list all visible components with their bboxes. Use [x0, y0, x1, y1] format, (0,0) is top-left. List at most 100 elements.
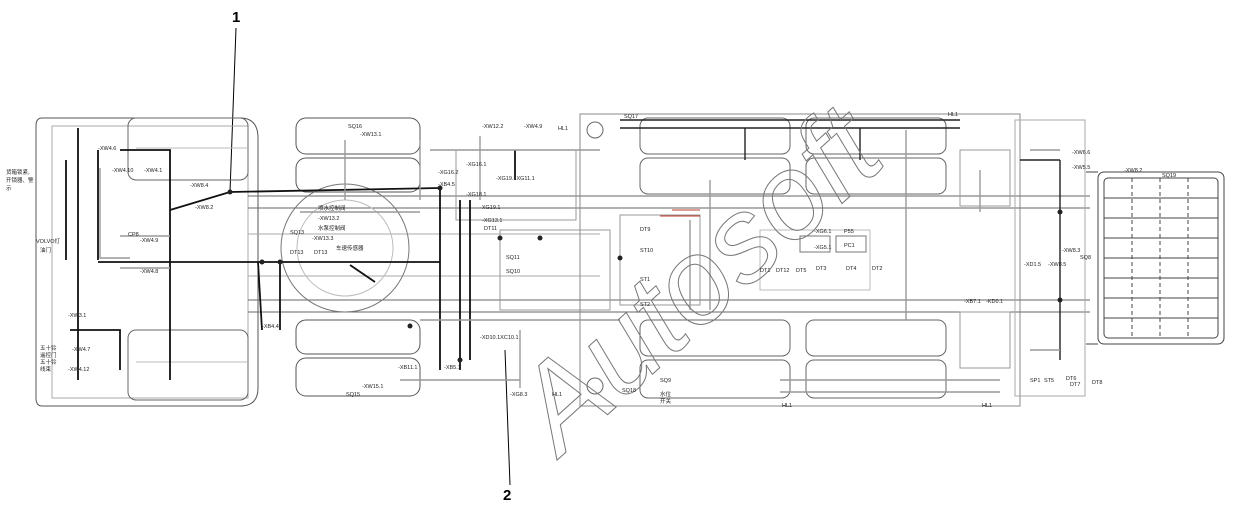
label-sq-block3: 车速传感器 [336, 244, 364, 252]
kbd-label-2: 遥控门 [40, 351, 57, 359]
label-xg5-1: -XG5.1 [814, 245, 831, 251]
label-xd10: -XD10.1XC10.1 [480, 335, 519, 341]
label-xw8-4: -XW8.4 [190, 183, 208, 189]
label-kd0-1: -KD0.1 [986, 299, 1003, 305]
label-xw4-1: -XW4.1 [144, 168, 162, 174]
label-xw13-1: -XW13.1 [360, 132, 381, 138]
wheels-front-left [295, 117, 421, 397]
label-xg6-1: -XG6.1 [814, 229, 831, 235]
label-sq-block2: 水泵控制阀 [318, 224, 346, 232]
label-sq9-desc2: 开关 [660, 397, 672, 405]
label-xw4-9: -XW4.9 [140, 238, 158, 244]
label-xw4-12: -XW4.12 [68, 367, 89, 373]
label-xg18-1: -XG18.1 [466, 192, 486, 198]
center-modules [455, 149, 871, 311]
label-xw13-2: -XW13.2 [318, 216, 339, 222]
rear-body [579, 113, 1086, 407]
label-xb4-5: -XB4.5 [438, 182, 455, 188]
component-labels: -XW4.6 -XW4.10 -XW4.1 -XW8.4 -XW8.2 CP8 … [68, 112, 1176, 409]
kbd-label-1: 五十铃 [40, 344, 57, 352]
label-dt6: DT6 [1066, 376, 1076, 382]
label-pc1: PC1 [844, 243, 855, 249]
label-dt12: DT12 [776, 268, 789, 274]
label-sq8: SQ8 [1080, 255, 1091, 261]
wiring-accent [660, 209, 700, 217]
label-hl1-bl: HL1 [782, 403, 792, 409]
label-cp8: CP8 [128, 232, 139, 238]
label-xw4-10: -XW4.10 [112, 168, 133, 174]
label-xw4-7: -XW4.7 [72, 347, 90, 353]
label-dt7: DT7 [1070, 382, 1080, 388]
label-dt1: DT1 [760, 268, 770, 274]
callout-2: 2 [503, 487, 511, 504]
label-st10: ST10 [640, 248, 653, 254]
left-cab-labels: 货箱锁紧, 开锁器、警 示 VOLVO灯 油门 五十铃 遥控门 五十铃 线束 [6, 168, 61, 373]
cab-desc-line3: 示 [6, 185, 12, 192]
label-xg19-1: -XG19.1 [480, 205, 500, 211]
label-xb5: -XB5.1 [444, 365, 461, 371]
label-hl1-tr: HL1 [948, 112, 958, 118]
label-p55: P55 [844, 229, 854, 235]
label-dt3: DT3 [816, 266, 826, 272]
label-dt2: DT2 [872, 266, 882, 272]
label-xw8-2b: -XW8.2 [1124, 168, 1142, 174]
label-xg16-1: -XG16.1 [466, 162, 486, 168]
label-hl1-br: HL1 [982, 403, 992, 409]
kbd-label-4: 线束 [40, 365, 52, 373]
label-dt13b: DT13 [314, 250, 327, 256]
label-sp1: SP1 [1030, 378, 1040, 384]
label-xw4-6: -XW4.6 [98, 146, 116, 152]
callout-1-leader [229, 27, 237, 193]
label-dt4: DT4 [846, 266, 856, 272]
label-sq16: SQ16 [348, 124, 362, 130]
label-xw4-9b: -XW4.9 [524, 124, 542, 130]
cab-desc-line1: 货箱锁紧, [6, 168, 30, 176]
wiring-harness-body [620, 119, 1061, 360]
label-xw3-1: -XW3.1 [68, 313, 86, 319]
label-hl1-top: HL1 [558, 126, 568, 132]
label-sq11: SQ11 [506, 255, 520, 261]
callout-2-leader [504, 349, 511, 486]
label-st1: ST1 [640, 277, 650, 283]
label-xd1-5: -XD1.5 [1024, 262, 1041, 268]
label-sq-block1: 喷水控制阀 [318, 204, 346, 212]
volvo-label-2: 油门 [40, 246, 51, 254]
label-dt13: DT13 [290, 250, 303, 256]
label-xg8-3: -XG8.3 [510, 392, 527, 398]
label-sq17: SQ17 [624, 114, 638, 120]
connector-dots [227, 185, 1063, 363]
label-dt11: DT11 [484, 226, 497, 232]
label-sq19: SQ19 [1162, 173, 1176, 179]
label-xw4-8: -XW4.8 [140, 269, 158, 275]
rear-grid-box [1086, 171, 1225, 345]
label-xw15-1: -XW15.1 [362, 384, 383, 390]
label-sq13: SQ13 [290, 230, 304, 236]
label-xw8-2: -XW8.2 [195, 205, 213, 211]
callout-1: 1 [232, 9, 240, 26]
label-xw12-2: -XW12.2 [482, 124, 503, 130]
label-xw8-3: -XW8.3 [1062, 248, 1080, 254]
wiring-harness-main [65, 128, 516, 380]
volvo-label: VOLVO灯 [36, 237, 61, 245]
label-xg13-1: -XG13.1 [482, 218, 502, 224]
label-st5: ST5 [1044, 378, 1054, 384]
label-xg19: -XG19.1XG11.1 [496, 176, 535, 182]
label-sq9-desc1: 水位 [660, 390, 672, 398]
label-xw13-3: -XW13.3 [312, 236, 333, 242]
label-xb7-1: -XB7.1 [964, 299, 981, 305]
chassis-frame [248, 195, 1090, 313]
label-sq9: SQ9 [660, 378, 671, 384]
label-xb11: -XB11.1 [398, 365, 417, 371]
label-sq10: SQ10 [506, 269, 520, 275]
wiring-harness-secondary [99, 130, 1060, 393]
label-xb4-4: -XB4.4 [262, 324, 279, 330]
label-xw6-6: -XW6.6 [1072, 150, 1090, 156]
label-xg16-2: -XG16.2 [438, 170, 458, 176]
label-sq15: SQ15 [346, 392, 360, 398]
label-xw5-5: -XW5.5 [1072, 165, 1090, 171]
label-dt9: DT9 [640, 227, 650, 233]
cab-desc-line2: 开锁器、警 [6, 176, 34, 184]
label-sq18: SQ18 [622, 388, 636, 394]
label-st2: ST2 [640, 302, 650, 308]
